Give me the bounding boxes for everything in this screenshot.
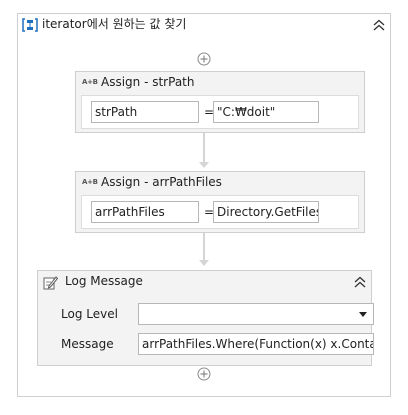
assign-strpath-header: A+B Assign - strPath: [76, 72, 364, 94]
add-activity-bottom-icon[interactable]: [197, 367, 211, 381]
sequence-icon: [22, 18, 38, 32]
log-level-dropdown[interactable]: [138, 303, 374, 325]
assign-strpath-body: strPath = "C:₩doit": [81, 95, 359, 129]
assign-equals: =: [204, 205, 215, 219]
assign-arrpathfiles-value-field[interactable]: Directory.GetFiles(: [213, 201, 319, 223]
assign-arrpathfiles-to-field[interactable]: arrPathFiles: [91, 201, 199, 223]
add-activity-top-icon[interactable]: [197, 52, 211, 66]
assign-arrpathfiles-header: A+B Assign - arrPathFiles: [76, 172, 364, 194]
log-message-title: Log Message: [65, 274, 143, 288]
sequence-header: iterator에서 원하는 값 찾기: [18, 14, 390, 36]
assign-strpath-to-field[interactable]: strPath: [91, 101, 199, 123]
assign-arrpathfiles-activity[interactable]: A+B Assign - arrPathFiles arrPathFiles =…: [75, 171, 365, 233]
connector-arrow: [199, 162, 209, 168]
assign-strpath-value-field[interactable]: "C:₩doit": [213, 101, 319, 123]
connector-line: [203, 233, 205, 265]
log-message-header: Log Message: [38, 271, 371, 293]
log-message-activity[interactable]: Log Message Log Level Message arrPathFil…: [37, 270, 374, 366]
assign-icon: A+B: [82, 78, 98, 86]
chevron-down-icon: [359, 312, 367, 317]
assign-strpath-title: Assign - strPath: [101, 75, 195, 89]
message-label: Message: [61, 337, 114, 351]
sequence-title: iterator에서 원하는 값 찾기: [42, 17, 187, 31]
connector-line: [203, 133, 205, 167]
assign-strpath-activity[interactable]: A+B Assign - strPath strPath = "C:₩doit": [75, 71, 365, 133]
log-level-label: Log Level: [61, 307, 118, 321]
double-chevron-up-icon[interactable]: [371, 18, 387, 32]
connector-arrow: [199, 260, 209, 266]
assign-arrpathfiles-title: Assign - arrPathFiles: [101, 175, 222, 189]
message-field[interactable]: arrPathFiles.Where(Function(x) x.Contain…: [138, 333, 374, 355]
double-chevron-up-icon[interactable]: [352, 275, 368, 289]
assign-arrpathfiles-body: arrPathFiles = Directory.GetFiles(: [81, 195, 359, 229]
log-message-body: Log Level Message arrPathFiles.Where(Fun…: [43, 294, 374, 362]
sequence-container[interactable]: iterator에서 원하는 값 찾기 A+B Assign - strPath…: [17, 13, 391, 397]
log-message-icon: [43, 276, 58, 290]
assign-icon: A+B: [82, 178, 98, 186]
assign-equals: =: [204, 105, 215, 119]
